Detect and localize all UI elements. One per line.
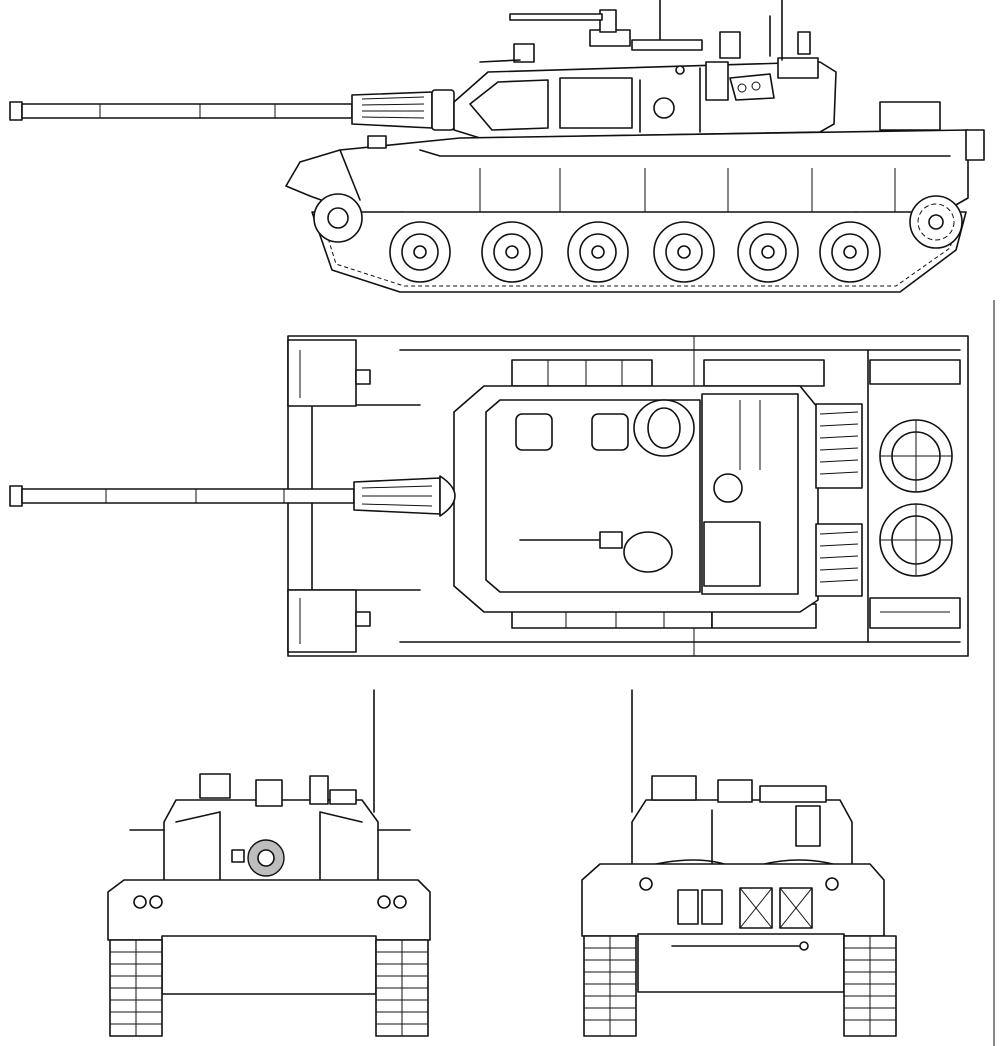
top-front-fender	[287, 589, 371, 653]
top-engine-deck	[815, 359, 961, 629]
side-road-wheel	[737, 221, 799, 283]
side-road-wheel	[653, 221, 715, 283]
side-road-wheel	[481, 221, 543, 283]
side-road-wheel	[567, 221, 629, 283]
top-gun-barrel	[9, 475, 456, 517]
top-front-fender	[287, 339, 371, 407]
front-track-right	[375, 939, 429, 1037]
rear-jerrycan	[779, 887, 813, 929]
rear-view	[581, 689, 897, 1037]
top-turret	[453, 385, 819, 613]
side-drive-sprocket	[909, 195, 963, 249]
side-turret	[453, 0, 837, 139]
top-exhaust-fan	[879, 503, 953, 577]
rear-turret	[631, 775, 853, 871]
front-turret	[163, 773, 379, 893]
rear-hull	[581, 863, 885, 993]
side-running-gear	[311, 193, 967, 293]
side-view	[9, 0, 985, 293]
side-gun-barrel	[9, 89, 455, 131]
rear-track-right	[843, 935, 897, 1037]
front-view	[107, 689, 431, 1037]
side-road-wheel	[819, 221, 881, 283]
rear-track-left	[583, 935, 637, 1037]
side-idler-wheel	[313, 193, 363, 243]
side-road-wheel	[389, 221, 451, 283]
top-view	[9, 335, 969, 657]
front-track-left	[109, 939, 163, 1037]
front-hull	[107, 829, 431, 995]
rear-jerrycan	[739, 887, 773, 929]
top-exhaust-fan	[879, 419, 953, 493]
